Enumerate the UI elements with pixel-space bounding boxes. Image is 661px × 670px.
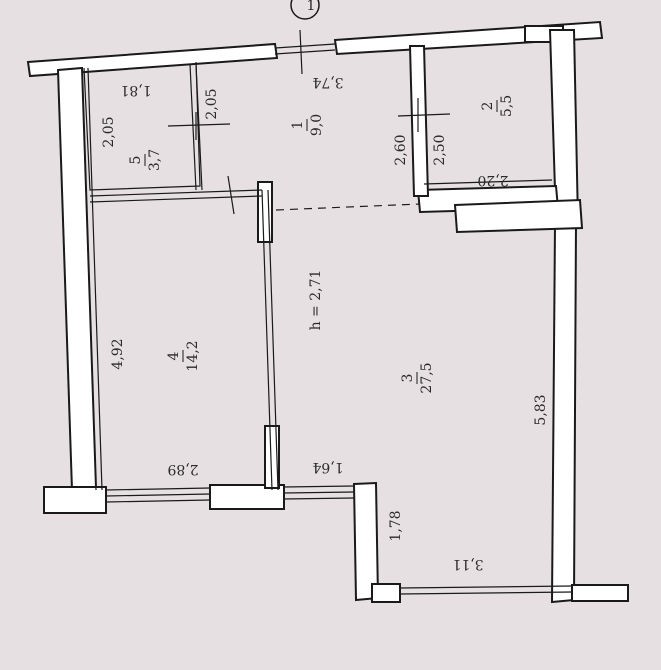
- dim-2-60: 2,60: [393, 134, 409, 165]
- dim-2-89: 2,89: [167, 461, 198, 477]
- dim-5-83: 5,83: [533, 394, 549, 425]
- dim-2-05-right: 2,05: [204, 88, 220, 119]
- room-4-area: 14,2: [185, 340, 201, 371]
- wall-stub: [453, 198, 584, 234]
- room-4-number: 4: [166, 351, 182, 360]
- wall-bottom-left: [43, 486, 107, 514]
- dim-2-20: 2,20: [477, 172, 508, 188]
- room-5-label: 5 3,7: [128, 149, 163, 171]
- svg-text:1: 1: [307, 0, 316, 14]
- room-1-label: 1 9,0: [290, 114, 325, 136]
- wall-top-left: [26, 42, 279, 78]
- dim-1-78: 1,78: [388, 510, 404, 541]
- room-5-area: 3,7: [147, 149, 163, 171]
- room-3-area: 27,5: [419, 362, 435, 393]
- room-4-label: 4 14,2: [166, 340, 201, 371]
- room-3-label: 3 27,5: [400, 362, 435, 393]
- dim-1-64: 1,64: [312, 459, 343, 475]
- dim-2-50: 2,50: [432, 134, 448, 165]
- room-1-number: 1: [290, 121, 306, 130]
- wall-balcony-bottom: [371, 583, 401, 603]
- room-1-area: 9,0: [309, 114, 325, 136]
- ceiling-height: h = 2,71: [308, 270, 324, 331]
- room-labels: 1 9,0 2 5,5 3 27,5 4 14,2 5 3,7: [128, 95, 515, 394]
- room-2-number: 2: [480, 102, 496, 111]
- wall-room2-left: [408, 45, 430, 197]
- axis-marker: 1: [290, 0, 320, 20]
- room-3-number: 3: [400, 374, 416, 383]
- dim-3-11: 3,11: [452, 556, 483, 572]
- dim-2-05-left: 2,05: [101, 116, 117, 147]
- room-2-label: 2 5,5: [480, 95, 515, 117]
- dimension-labels: 3,74 1,81 2,05 2,05 2,60 2,50 2,20 4,92 …: [101, 74, 549, 572]
- wall-balcony-left: [352, 481, 380, 602]
- dim-4-92: 4,92: [110, 338, 126, 369]
- walls: [26, 20, 629, 604]
- wall-right-bottom: [571, 584, 629, 602]
- room-5-number: 5: [128, 156, 144, 165]
- dim-1-81: 1,81: [120, 82, 151, 98]
- dim-3-74: 3,74: [312, 74, 343, 90]
- room-2-area: 5,5: [499, 95, 515, 117]
- wall-right-lower: [550, 220, 578, 604]
- interior-lines: [81, 29, 573, 595]
